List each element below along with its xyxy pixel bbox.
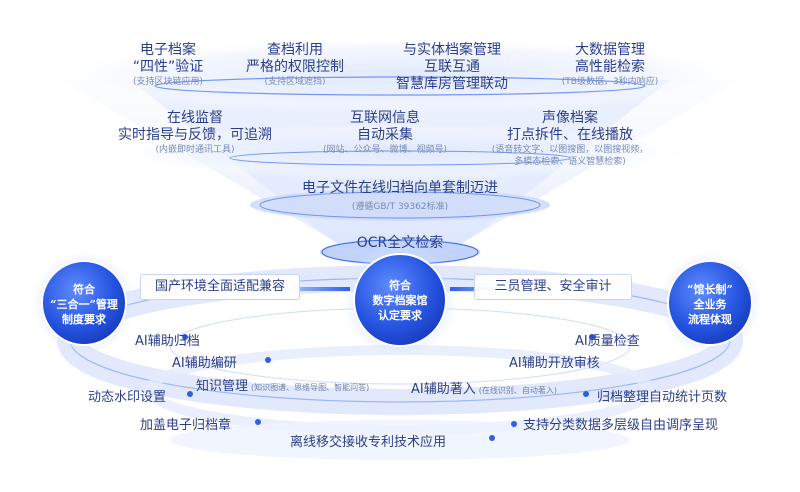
ai-archive-label: AI辅助归档 <box>135 334 200 349</box>
layer1-item-4-title2: 高性能检索 <box>575 59 645 75</box>
archive-stamp-label: 加盖电子归档章 <box>140 418 232 433</box>
circle-center: 符合 数字档案馆 认定要求 <box>355 278 445 323</box>
ai-compile-label: AI辅助编研 <box>172 356 237 371</box>
watermark-label: 动态水印设置 <box>88 390 167 405</box>
multi-level-order-label: 支持分类数据多层级自由调序呈现 <box>523 418 719 433</box>
layer2-item-2-note: (网站、公众号、微博、视频号) <box>322 145 448 155</box>
layer2-item-1-note: (内嵌即时通讯工具) <box>155 145 235 155</box>
knowledge-label: 知识管理(知识图谱、思维导图、智能问答) <box>196 375 369 394</box>
layer2-item-3-title: 声像档案 <box>542 110 598 126</box>
ai-quality-label: AI质量检查 <box>575 334 640 349</box>
knowledge-main: 知识管理 <box>196 379 249 394</box>
circle-left-line3: 制度要求 <box>62 313 106 326</box>
layer1-item-2-title: 查档利用 <box>267 42 323 58</box>
layer2-item-3-title2: 打点拆件、在线播放 <box>507 127 633 143</box>
layer1-item-4-title: 大数据管理 <box>575 42 645 58</box>
layer1-item-2-note: (支持区域遮挡) <box>264 77 326 87</box>
layer3-note: (遵循GB/T 39362标准) <box>351 202 449 212</box>
auto-count-label: 归档整理自动统计页数 <box>597 390 728 405</box>
writing-note: (在线识别、自动著入) <box>478 386 557 395</box>
ai-open-review-label: AI辅助开放审核 <box>509 356 600 371</box>
layer1-item-1-title2: “四性”验证 <box>132 59 204 75</box>
layer1-item-3-title3: 智慧库房管理联动 <box>396 76 508 92</box>
circle-center-line2: 数字档案馆 <box>372 294 428 307</box>
layer2-item-3-note: (语音转文字、以图搜图，以图搜视频， <box>491 145 649 155</box>
layer1-item-4: 大数据管理 高性能检索 (TB级数据，3秒内响应) <box>540 42 680 88</box>
layer1-item-1-title: 电子档案 <box>140 42 196 58</box>
offline-transfer-label: 离线移交接收专利技术应用 <box>290 435 447 450</box>
circle-right-line3: 流程体现 <box>688 313 732 326</box>
layer2-item-1: 在线监督 实时指导与反馈，可追溯 (内嵌即时通讯工具) <box>110 110 280 156</box>
layer1-item-3-title2: 互联互通 <box>424 59 480 75</box>
circle-center-line3: 认定要求 <box>378 309 422 322</box>
layer2-item-2-title2: 自动采集 <box>357 127 413 143</box>
layer3-title: 电子文件在线归档向单套制迈进 <box>302 180 498 196</box>
layer2-item-3: 声像档案 打点拆件、在线播放 (语音转文字、以图搜图，以图搜视频， 多模态检索、… <box>470 110 670 168</box>
domestic-compat-box: 国产环境全面适配兼容 <box>140 274 300 300</box>
layer1-item-3: 与实体档案管理 互联互通 智慧库房管理联动 <box>378 42 526 93</box>
layer2-item-3-note2: 多模态检索、语义智慧检索) <box>514 157 626 167</box>
layer1-item-2-title2: 严格的权限控制 <box>246 59 344 75</box>
layer3-item: 电子文件在线归档向单套制迈进 (遵循GB/T 39362标准) <box>250 180 550 213</box>
circle-left: 符合 “三合一”管理 制度要求 <box>44 282 124 327</box>
layer1-item-3-title: 与实体档案管理 <box>403 42 501 58</box>
layer2-item-1-title2: 实时指导与反馈，可追溯 <box>118 127 272 143</box>
layer2-item-1-title: 在线监督 <box>167 110 223 126</box>
layer2-item-2-title: 互联网信息 <box>350 110 420 126</box>
layer1-item-1-note: (支持区块链应用) <box>132 77 204 87</box>
ai-writing-label: AI辅助著入(在线识别、自动著入) <box>411 378 557 397</box>
circle-right-line2: 全业务 <box>693 298 727 311</box>
layer2-item-2: 互联网信息 自动采集 (网站、公众号、微博、视频号) <box>300 110 470 156</box>
knowledge-note: (知识图谱、思维导图、智能问答) <box>251 383 370 392</box>
layer1-item-4-note: (TB级数据，3秒内响应) <box>561 77 659 87</box>
writing-main: AI辅助著入 <box>411 382 476 397</box>
layer1-item-1: 电子档案 “四性”验证 (支持区块链应用) <box>108 42 228 88</box>
circle-right: “馆长制” 全业务 流程体现 <box>670 282 750 327</box>
layer1-item-2: 查档利用 严格的权限控制 (支持区域遮挡) <box>230 42 360 88</box>
circle-left-line1: 符合 <box>73 283 95 296</box>
circle-right-line1: “馆长制” <box>687 283 733 296</box>
circle-center-line1: 符合 <box>389 279 411 292</box>
circle-left-line2: “三合一”管理 <box>50 298 118 311</box>
security-audit-box: 三员管理、安全审计 <box>474 274 632 300</box>
ocr-search: OCR全文检索 <box>356 235 444 251</box>
